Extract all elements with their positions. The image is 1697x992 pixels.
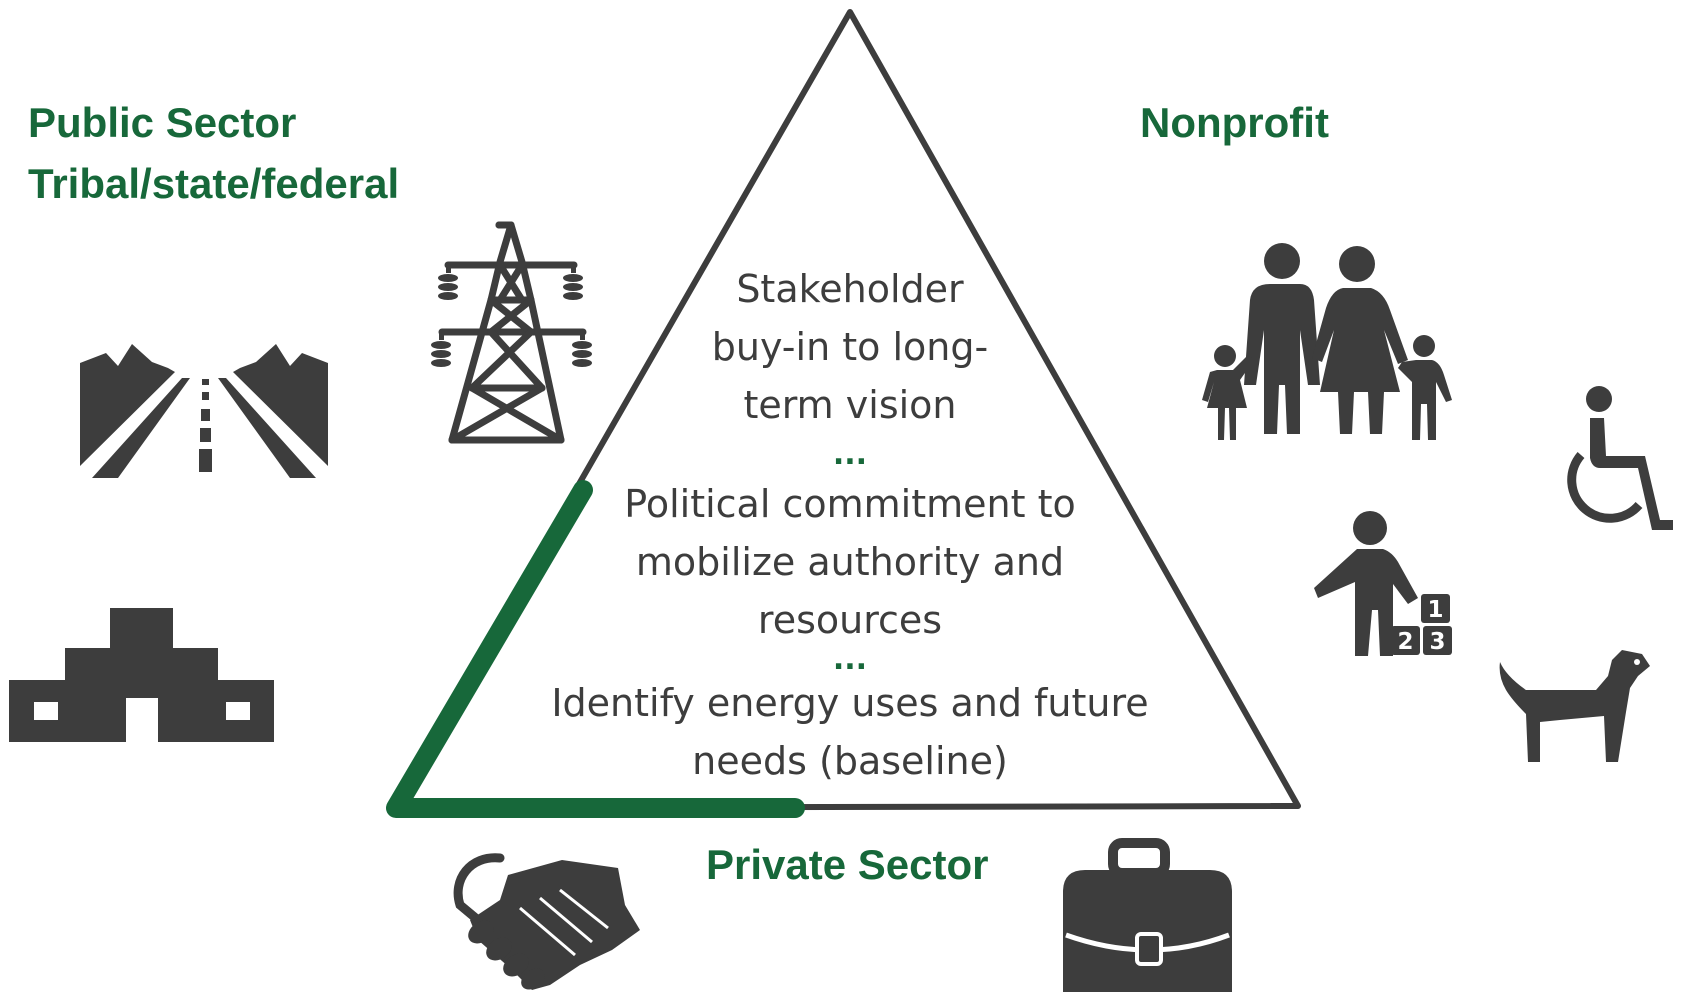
triangle-outline xyxy=(390,9,1301,811)
svg-text:1: 1 xyxy=(1427,597,1443,623)
step-identify-baseline: Identify energy uses and future needs (b… xyxy=(551,681,1149,783)
public-sector-subtitle: Tribal/state/federal xyxy=(28,160,400,207)
wheelchair-icon xyxy=(1567,386,1673,530)
child-blocks-icon: 1 2 3 xyxy=(1314,511,1452,656)
step-separator: ... xyxy=(832,437,868,472)
public-sector-title: Public Sector xyxy=(28,99,297,146)
building-icon xyxy=(9,608,274,742)
number-blocks: 1 2 3 xyxy=(1391,594,1452,655)
step-stakeholder-buy-in: Stakeholder buy-in to long-term vision xyxy=(711,267,989,427)
triangle-highlight-edge xyxy=(386,480,805,818)
family-icon xyxy=(1202,243,1452,440)
briefcase-icon xyxy=(1063,838,1232,992)
nonprofit-label: Nonprofit xyxy=(1140,99,1329,146)
private-sector-label: Private Sector xyxy=(706,841,989,888)
step-separator: ... xyxy=(832,642,868,677)
handshake-icon xyxy=(453,853,640,990)
svg-text:3: 3 xyxy=(1429,629,1445,655)
svg-text:2: 2 xyxy=(1397,629,1413,655)
step-political-commitment: Political commitment to mobilize authori… xyxy=(624,482,1076,642)
triangle xyxy=(386,9,1301,818)
dog-icon xyxy=(1499,650,1650,762)
road-icon xyxy=(80,344,328,478)
power-tower-icon xyxy=(431,221,592,444)
